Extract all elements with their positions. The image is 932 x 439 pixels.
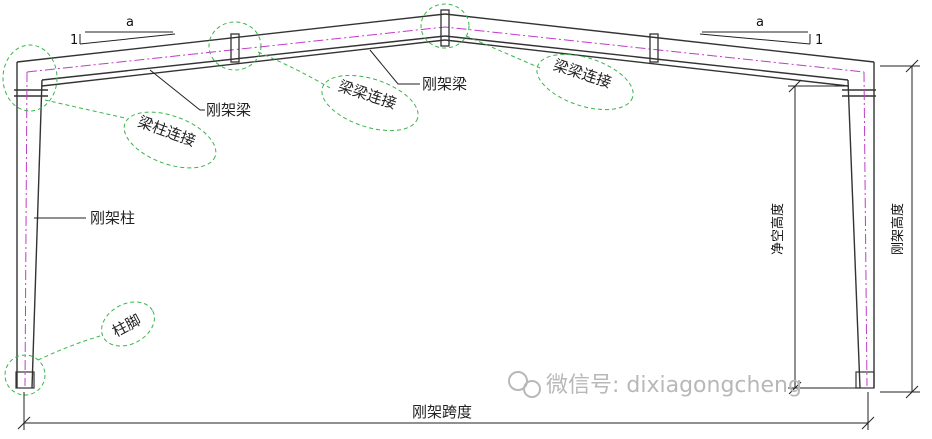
frame-span-label: 刚架跨度 — [412, 403, 472, 421]
clear-height-dimension: 净空高度 — [770, 79, 860, 395]
slope-right-rise: 1 — [815, 33, 823, 48]
frame-span-dimension: 刚架跨度 — [17, 392, 875, 430]
callout-beam-column: 梁柱连接 — [2, 44, 217, 169]
rafter-ridge-leader: 刚架梁 — [369, 49, 467, 93]
rafter-left-label: 刚架梁 — [206, 101, 251, 119]
beam-beam-joint-right-label: 梁梁连接 — [551, 56, 614, 92]
left-column — [14, 62, 48, 389]
column-label: 刚架柱 — [90, 209, 135, 227]
callout-beam-beam-ridge: 梁梁连接 — [420, 3, 634, 111]
column-base-label: 柱脚 — [109, 311, 144, 341]
slope-right-run: a — [756, 15, 764, 30]
column-leader: 刚架柱 — [34, 209, 135, 227]
slope-indicator-right: 1 a — [699, 15, 823, 48]
callout-column-base: 柱脚 — [4, 301, 155, 396]
callout-beam-beam-left: 梁梁连接 — [208, 21, 419, 132]
rafters — [16, 9, 875, 87]
frame-height-dimension: 刚架高度 — [880, 59, 920, 399]
watermark-text: 微信号: dixiagongcheng — [546, 373, 802, 398]
beam-beam-joint-left-label: 梁梁连接 — [336, 77, 399, 113]
rafter-left-leader: 刚架梁 — [149, 69, 251, 119]
beam-column-joint-label: 梁柱连接 — [135, 113, 198, 150]
clear-height-label: 净空高度 — [770, 203, 786, 255]
frame-height-label: 刚架高度 — [890, 203, 906, 255]
slope-indicator-left: 1 a — [70, 15, 176, 48]
right-column — [842, 62, 876, 389]
slope-left-rise: 1 — [70, 33, 78, 48]
rafter-ridge-label: 刚架梁 — [422, 75, 467, 93]
watermark: 微信号: dixiagongcheng — [508, 371, 802, 398]
slope-left-run: a — [126, 15, 134, 30]
